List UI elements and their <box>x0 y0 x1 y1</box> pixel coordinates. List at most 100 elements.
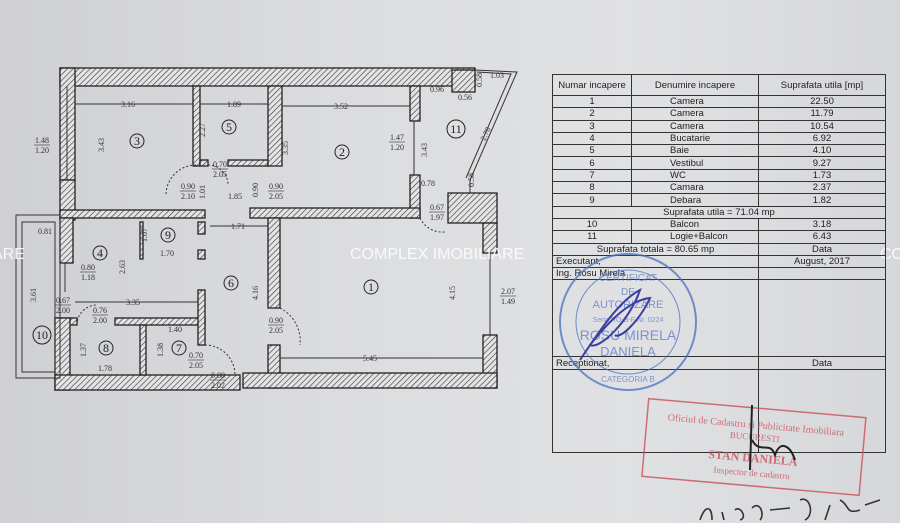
room-number-10: 10 <box>36 328 48 342</box>
dimension-label: 3.52 <box>334 102 348 111</box>
room-number-9: 9 <box>165 228 171 242</box>
dimension-label: 0.56 <box>458 93 472 102</box>
receptionat-signature <box>749 404 796 471</box>
opening-width: 0.67 <box>56 296 70 305</box>
room-area: 1.73 <box>758 168 886 183</box>
handwritten-note <box>699 498 881 521</box>
dimension-label: 1.38 <box>156 343 165 357</box>
room-number: 11 <box>552 230 632 244</box>
opening-labels: 1.481.201.471.200.702.050.902.100.902.05… <box>34 133 516 390</box>
room-area: 4.10 <box>758 144 886 158</box>
room-number: 10 <box>552 217 632 232</box>
room-area: 9.27 <box>758 156 886 170</box>
dimension-label: 1.71 <box>231 222 245 231</box>
dimension-label: 1.40 <box>168 325 182 334</box>
dimension-label: 3.16 <box>121 100 135 109</box>
dimension-label: 1.37 <box>79 343 88 357</box>
opening-height: 2.05 <box>213 170 227 179</box>
room-name: Balcon <box>631 217 759 232</box>
blue-stamp-text: AUTORIZARE <box>593 299 664 311</box>
dimension-label: 0.58 <box>475 73 484 87</box>
opening-width: 0.67 <box>430 203 444 212</box>
room-area: 10.54 <box>758 119 886 133</box>
room-area: 6.43 <box>758 230 886 244</box>
room-circle <box>223 275 239 291</box>
room-circle <box>32 325 52 345</box>
opening-width: 0.70 <box>213 160 227 169</box>
room-number: 4 <box>552 131 632 146</box>
opening-width: 2.07 <box>501 287 515 296</box>
opening-height: 2.10 <box>181 192 195 201</box>
opening-height: 2.05 <box>269 192 283 201</box>
opening-width: 0.76 <box>93 306 107 315</box>
room-number-2: 2 <box>339 145 345 159</box>
room-number-3: 3 <box>134 134 140 148</box>
dimension-label: 0.78 <box>421 179 435 188</box>
blue-stamp-text: ROSU MIRELA <box>580 327 677 343</box>
room-number-4: 4 <box>97 246 103 260</box>
walls <box>54 67 498 391</box>
opening-height: 2.00 <box>93 316 107 325</box>
opening-height: 2.00 <box>56 306 70 315</box>
room-area: 1.82 <box>758 193 886 207</box>
receptionat-date-label: Data <box>758 356 886 370</box>
room-area: 2.37 <box>758 181 886 195</box>
room-circle <box>334 144 350 160</box>
opening-width: 0.90 <box>269 316 283 325</box>
dimension-label: 1.85 <box>228 192 242 201</box>
room-number: 9 <box>552 193 632 207</box>
surface-table: Numar incapere Denumire incapere Suprafa… <box>552 74 886 453</box>
opening-height: 1.18 <box>81 273 95 282</box>
watermark: COMPLEX IMOBILIARE <box>350 246 524 263</box>
room-number-5: 5 <box>226 120 232 134</box>
receptionat-label: Receptionat, <box>552 356 759 370</box>
room-circle <box>129 133 145 149</box>
opening-width: 0.80 <box>81 263 95 272</box>
opening-width: 0.70 <box>189 351 203 360</box>
room-circle <box>221 119 237 135</box>
room-circle <box>363 279 379 295</box>
watermark-fragment-left: ARE <box>0 246 25 263</box>
dimension-label: 2.27 <box>198 123 207 137</box>
dimension-label: 1.70 <box>160 249 174 258</box>
dimension-label: 1.78 <box>98 364 112 373</box>
room-circle <box>92 245 108 261</box>
opening-width: 0.90 <box>269 182 283 191</box>
plan-lines <box>15 69 518 379</box>
dimension-label: 4.16 <box>251 286 260 300</box>
room-circle <box>98 340 114 356</box>
dimension-label: 0.96 <box>430 85 444 94</box>
dimension-label: 0.58 <box>467 173 476 187</box>
date-label: Data <box>758 242 886 256</box>
red-stamp: Oficiul de Cadastru si Publicitate Imobi… <box>641 397 867 497</box>
dimension-label: 3.43 <box>420 143 429 157</box>
opening-width: 1.48 <box>35 136 49 145</box>
room-area: 3.18 <box>758 217 886 232</box>
subtotal-row: Suprafata utila = 71.04 mp <box>552 205 886 219</box>
dimension-label: 1.01 <box>198 185 207 199</box>
dimension-label: 2.63 <box>118 260 127 274</box>
dimension-label: 3.35 <box>281 141 290 155</box>
room-circle <box>160 227 176 243</box>
dimension-label: 3.43 <box>97 138 106 152</box>
dimension-label: 4.15 <box>448 286 457 300</box>
opening-width: 0.90 <box>181 182 195 191</box>
blue-stamp-text: Seria RO-B-F Nr. 0224 <box>593 317 664 324</box>
opening-height: 1.20 <box>35 146 49 155</box>
dimension-label: 1.03 <box>490 71 504 80</box>
room-circle <box>171 340 187 356</box>
executant-signature <box>579 288 652 361</box>
opening-height: 1.97 <box>430 213 444 222</box>
room-number-11: 11 <box>450 122 462 136</box>
dimension-label: 5.45 <box>363 354 377 363</box>
